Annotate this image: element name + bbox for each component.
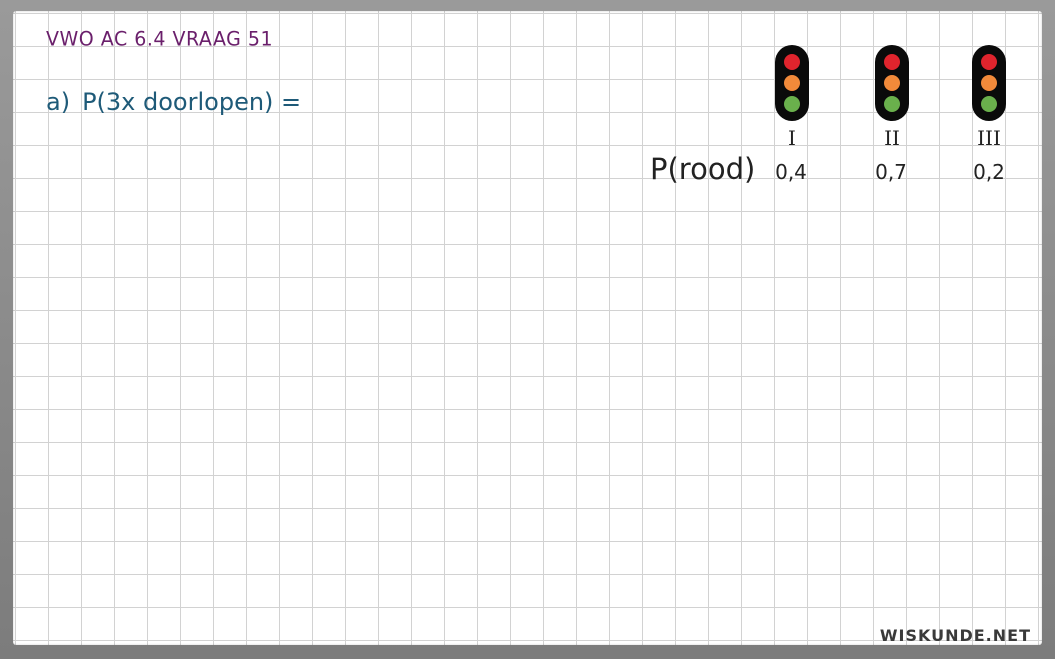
green-lamp-icon — [981, 96, 997, 112]
orange-lamp-icon — [784, 75, 800, 91]
probability-2: 0,7 — [875, 160, 907, 184]
question-a: a) P(3x doorlopen) = — [46, 88, 301, 116]
probability-1: 0,4 — [775, 160, 807, 184]
page-title: VWO AC 6.4 VRAAG 51 — [46, 27, 274, 51]
traffic-light-3-icon — [972, 45, 1006, 121]
question-text: P(3x doorlopen) = — [82, 88, 302, 116]
red-lamp-icon — [784, 54, 800, 70]
orange-lamp-icon — [884, 75, 900, 91]
numeral-1: I — [788, 126, 796, 150]
orange-lamp-icon — [981, 75, 997, 91]
numeral-3: III — [977, 126, 1001, 150]
green-lamp-icon — [784, 96, 800, 112]
probability-3: 0,2 — [973, 160, 1005, 184]
grid-paper — [13, 11, 1042, 645]
numeral-2: II — [884, 126, 900, 150]
red-lamp-icon — [884, 54, 900, 70]
traffic-light-1-icon — [775, 45, 809, 121]
traffic-light-2-icon — [875, 45, 909, 121]
watermark: WISKUNDE.NET — [879, 626, 1031, 645]
question-label: a) — [46, 88, 71, 116]
green-lamp-icon — [884, 96, 900, 112]
row-label-prood: P(rood) — [650, 152, 756, 186]
red-lamp-icon — [981, 54, 997, 70]
